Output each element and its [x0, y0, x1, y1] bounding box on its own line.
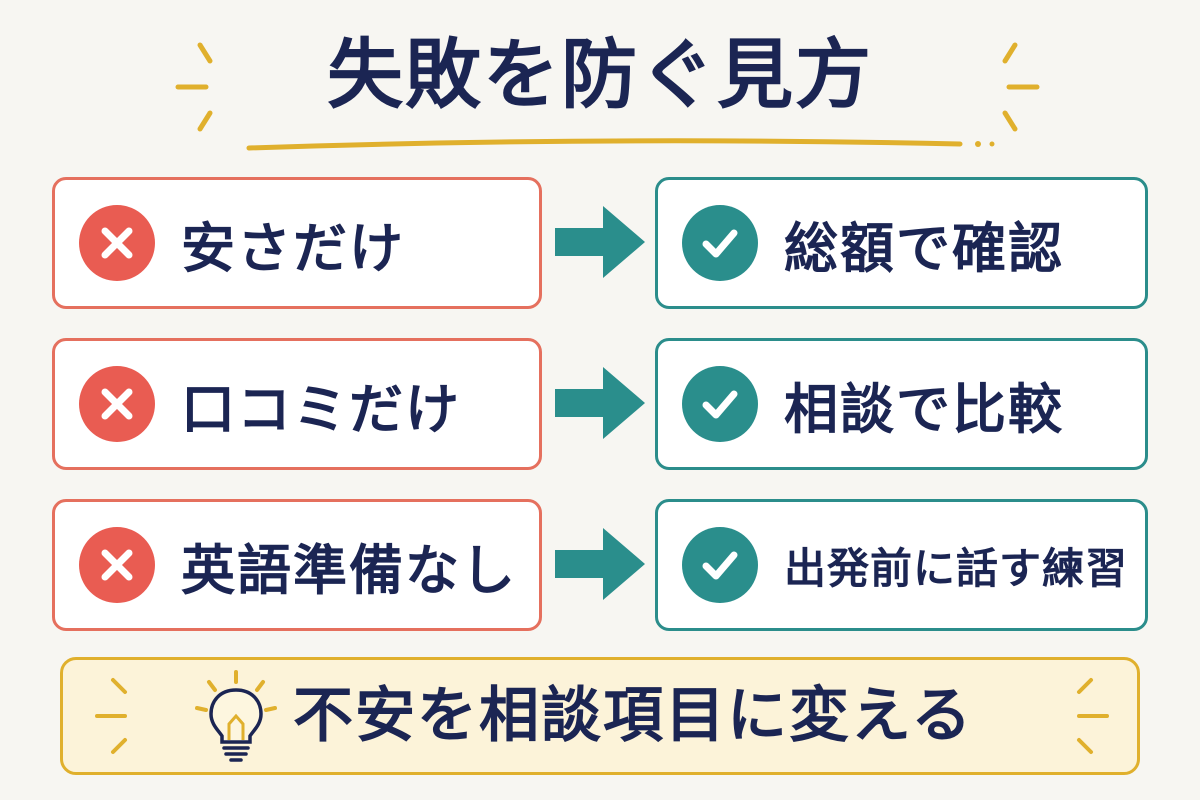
wrong-card-1: 安さだけ	[52, 177, 542, 309]
wrong-label: 英語準備なし	[181, 538, 517, 602]
right-arrow-icon	[555, 206, 645, 278]
right-card-2: 相談で比較	[655, 338, 1148, 470]
x-circle-icon	[79, 366, 155, 442]
left-sparkle-icon	[175, 42, 213, 132]
banner-text: 不安を相談項目に変える	[293, 681, 974, 751]
check-circle-icon	[682, 366, 758, 442]
left-sparkle-icon	[95, 678, 127, 754]
right-sparkle-icon	[1002, 42, 1040, 132]
check-circle-icon	[682, 527, 758, 603]
x-circle-icon	[79, 205, 155, 281]
right-card-3: 出発前に話す練習	[655, 499, 1148, 631]
right-arrow-icon	[555, 367, 645, 439]
wrong-card-2: 口コミだけ	[52, 338, 542, 470]
wrong-card-3: 英語準備なし	[52, 499, 542, 631]
title-underline	[246, 138, 995, 151]
right-card-1: 総額で確認	[655, 177, 1148, 309]
wrong-label: 口コミだけ	[181, 377, 461, 441]
x-circle-icon	[79, 527, 155, 603]
right-arrow-icon	[555, 528, 645, 600]
lightbulb-icon	[195, 670, 277, 762]
right-label: 出発前に話す練習	[784, 543, 1129, 593]
right-sparkle-icon	[1077, 678, 1109, 754]
right-label: 総額で確認	[784, 216, 1064, 280]
page-title: 失敗を防ぐ見方	[327, 30, 873, 119]
check-circle-icon	[682, 205, 758, 281]
tip-banner: 不安を相談項目に変える	[60, 657, 1140, 775]
wrong-label: 安さだけ	[181, 216, 405, 280]
right-label: 相談で比較	[784, 377, 1064, 441]
